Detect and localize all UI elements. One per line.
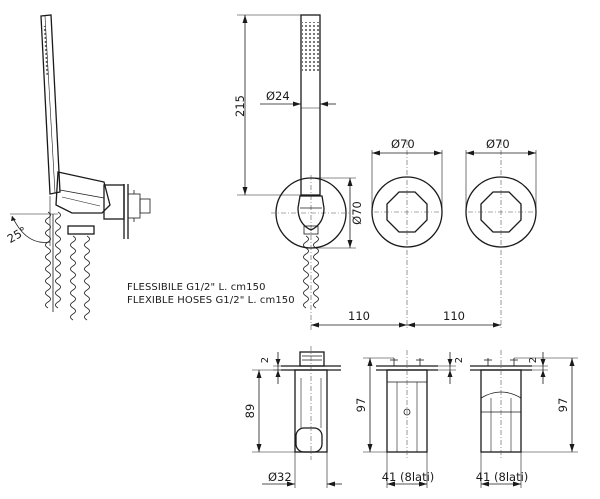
- dimension-valve-2-section: 2 97 41 (8lati): [476, 352, 578, 488]
- front-view-handshower: [271, 14, 351, 330]
- section-holder: [281, 346, 341, 460]
- dimension-valve-plates: Ø70 Ø70: [371, 137, 537, 212]
- dimension-o70-valve1-label: Ø70: [391, 137, 415, 151]
- section-valve-2: [470, 350, 532, 460]
- front-view-valve-1: [371, 140, 443, 330]
- hose-note-italian: FLESSIBILE G1/2" L. cm150: [127, 282, 266, 293]
- dimension-110-first-label: 110: [348, 309, 370, 323]
- dimension-spacing: 110 110: [311, 309, 501, 328]
- dimension-holder-plate: Ø70: [311, 177, 364, 249]
- dimension-97-valve2-label: 97: [556, 398, 570, 413]
- dimension-97-valve1-label: 97: [354, 398, 368, 413]
- angle-label: 25°: [5, 224, 30, 246]
- dimension-handshower-diameter: Ø24: [260, 89, 336, 107]
- dimension-o24-label: Ø24: [266, 89, 290, 103]
- dimension-o70-vertical-label: Ø70: [350, 201, 364, 225]
- side-view: 25°: [5, 14, 151, 321]
- section-valve-1: [376, 350, 438, 460]
- dimension-valve1-top-label: 2: [454, 357, 465, 363]
- dimension-110-second-label: 110: [443, 309, 465, 323]
- dimension-215-label: 215: [233, 95, 247, 117]
- dimension-89-label: 89: [243, 404, 257, 419]
- hose-note-english: FLEXIBLE HOSES G1/2" L. cm150: [127, 295, 295, 306]
- dimension-holder-top-label: 2: [260, 357, 271, 363]
- dimension-valve2-top-label: 2: [528, 357, 539, 363]
- dimension-handshower-length: 215: [233, 14, 301, 196]
- front-view-valve-2: [465, 140, 537, 330]
- dimension-holder-section: 2 89 Ø32: [243, 352, 342, 488]
- dimension-o32-label: Ø32: [268, 470, 292, 484]
- dimension-valve-1-section: 2 97 41 (8lati): [354, 352, 465, 488]
- dimension-41-valve1-label: 41 (8lati): [382, 470, 435, 484]
- dimension-o70-valve2-label: Ø70: [486, 137, 510, 151]
- hose-note: FLESSIBILE G1/2" L. cm150 FLEXIBLE HOSES…: [127, 282, 295, 306]
- dimension-41-valve2-label: 41 (8lati): [476, 470, 529, 484]
